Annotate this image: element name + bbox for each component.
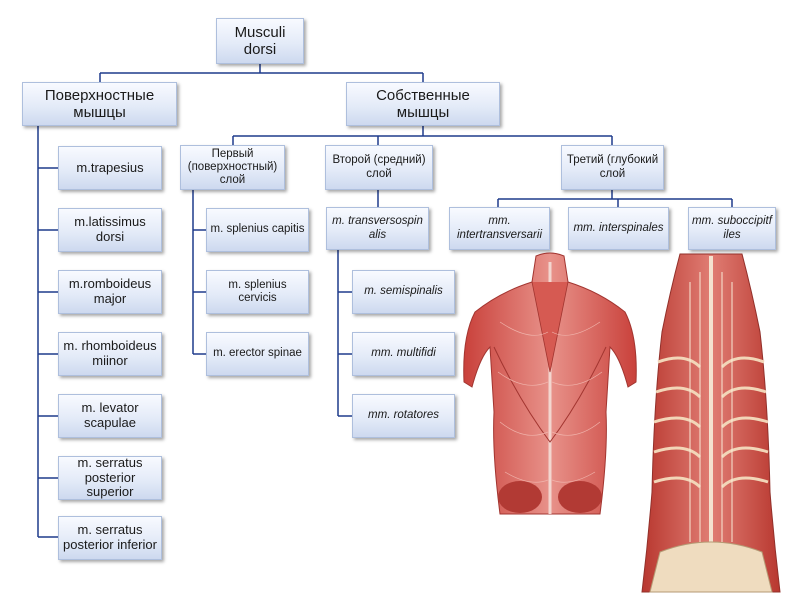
superficial-item: m.trapesius xyxy=(58,146,162,190)
layer1-node: Первый (поверхностный) слой xyxy=(180,145,285,190)
layer2-item: mm. rotatores xyxy=(352,394,455,438)
deep-back-muscles-illustration xyxy=(641,253,781,593)
layer1-item: m. erector spinae xyxy=(206,332,309,376)
layer2-item: mm. multifidi xyxy=(352,332,455,376)
superficial-item: m. serratus posterior inferior xyxy=(58,516,162,560)
layer2-node: Второй (средний) слой xyxy=(325,145,433,190)
layer1-item: m. splenius cervicis xyxy=(206,270,309,314)
superficial-muscles-node: Поверхностные мышцы xyxy=(22,82,177,126)
layer3-item: mm. interspinales xyxy=(568,207,669,250)
superficial-item: m. levator scapulae xyxy=(58,394,162,438)
layer1-item: m. splenius capitis xyxy=(206,208,309,252)
layer3-node: Третий (глубокий слой xyxy=(561,145,664,190)
superficial-item: m.latissimus dorsi xyxy=(58,208,162,252)
layer2-item: m. semispinalis xyxy=(352,270,455,314)
superficial-item: m. rhomboideus miinor xyxy=(58,332,162,376)
layer3-item: mm. suboccipitf iles xyxy=(688,207,776,250)
layer3-item: mm. intertransversarii xyxy=(449,207,550,250)
superficial-item: m. serratus posterior superior xyxy=(58,455,162,500)
layer2-head-node: m. transversospin alis xyxy=(326,207,429,250)
root-node: Musculi dorsi xyxy=(216,18,304,64)
superficial-item: m.romboideus major xyxy=(58,270,162,314)
back-muscles-illustration xyxy=(463,252,637,515)
intrinsic-muscles-node: Собственные мышцы xyxy=(346,82,500,126)
